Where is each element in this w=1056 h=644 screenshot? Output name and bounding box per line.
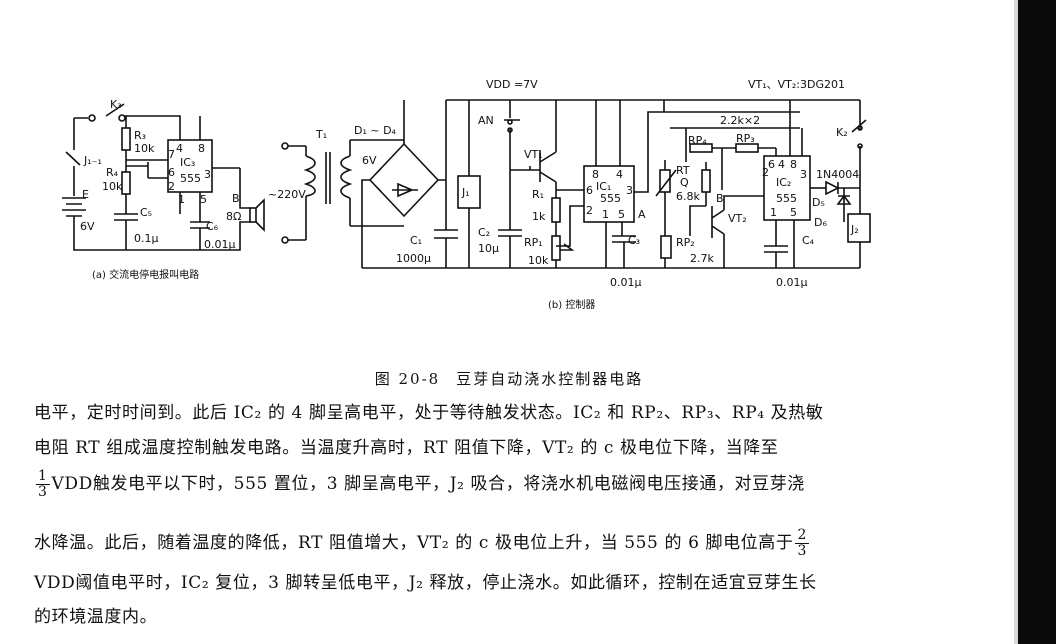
- label-d: D₁ ~ D₄: [354, 124, 397, 137]
- label-ac: ~220V: [268, 188, 306, 201]
- pin-b2: 2: [586, 204, 593, 217]
- label-c2v: 10μ: [478, 242, 499, 255]
- circuit-diagram: K₃ J₁₋₁ R₃ 10k R₄ 10k IC₃ 555 7 6 2 4 8 …: [62, 78, 871, 311]
- figure-title: 豆芽自动浇水控制器电路: [456, 370, 644, 388]
- paragraph-line-2: 电阻 RT 组成温度控制触发电路。当温度升高时，RT 阻值下降，VT₂ 的 c …: [34, 438, 779, 458]
- label-rtv: 6.8k: [676, 190, 700, 203]
- label-rp1: RP₁: [524, 236, 543, 249]
- label-r1v: 1k: [532, 210, 546, 223]
- pin-c2: 2: [762, 166, 769, 179]
- label-r4: R₄: [106, 166, 119, 179]
- paragraph-line-6: 的环境温度内。: [34, 607, 158, 627]
- pin-a7: 7: [168, 148, 175, 161]
- label-ic2: IC₂: [776, 176, 791, 189]
- pin-a2: 2: [168, 180, 175, 193]
- pin-b6: 6: [586, 184, 593, 197]
- label-q: Q: [680, 176, 689, 189]
- label-vt2: VT₂: [728, 212, 747, 225]
- label-ic1: IC₁: [596, 180, 611, 193]
- label-r3: R₃: [134, 129, 146, 142]
- paragraph-line-4-text: 水降温。此后，随着温度的降低，RT 阻值增大，VT₂ 的 c 极电位上升，当 5…: [34, 533, 794, 553]
- pin-b1: 1: [602, 208, 609, 221]
- label-j2: J₂: [850, 223, 859, 236]
- scan-border-edge: [1014, 0, 1018, 644]
- pin-c8: 8: [790, 158, 797, 171]
- paragraph-line-1: 电平，定时时间到。此后 IC₂ 的 4 脚呈高电平，处于等待触发状态。IC₂ 和…: [34, 403, 824, 423]
- label-b: B: [232, 192, 240, 205]
- paragraph-line-4: 水降温。此后，随着温度的降低，RT 阻值增大，VT₂ 的 c 极电位上升，当 5…: [34, 526, 811, 561]
- pin-a8: 8: [198, 142, 205, 155]
- label-c3: C₃: [628, 234, 640, 247]
- label-bv: 8Ω: [226, 210, 241, 223]
- pin-b5: 5: [618, 208, 625, 221]
- pin-a1: 1: [178, 193, 185, 206]
- label-vdd: VDD =7V: [486, 78, 538, 91]
- label-c2: C₂: [478, 226, 490, 239]
- pin-a5: 5: [200, 193, 207, 206]
- pin-c5: 5: [790, 206, 797, 219]
- label-22k: 2.2k×2: [720, 114, 760, 127]
- label-rp3: RP₃: [736, 132, 755, 145]
- label-c1v: 1000μ: [396, 252, 431, 265]
- label-a: A: [638, 208, 646, 221]
- label-ev: 6V: [80, 220, 95, 233]
- pin-c1: 1: [770, 206, 777, 219]
- pin-c3: 3: [800, 168, 807, 181]
- label-r3v: 10k: [134, 142, 155, 155]
- figure-caption: 图 20-8 豆芽自动浇水控制器电路: [0, 368, 1018, 389]
- label-b-node: B: [716, 192, 724, 205]
- label-an: AN: [478, 114, 494, 127]
- figure-number: 图 20-8: [374, 370, 441, 388]
- label-j1: J₁: [461, 186, 470, 199]
- label-d6: D₆: [814, 216, 827, 229]
- label-ic2t: 555: [776, 192, 797, 205]
- pin-a6: 6: [168, 166, 175, 179]
- label-ic3: IC₃: [180, 156, 195, 169]
- label-d5: D₅: [812, 196, 825, 209]
- label-e: E: [82, 188, 89, 201]
- label-c4: C₄: [802, 234, 815, 247]
- label-vt1: VT₁: [524, 148, 543, 161]
- label-6v: 6V: [362, 154, 377, 167]
- caption-b: (b) 控制器: [548, 298, 595, 311]
- label-r4v: 10k: [102, 180, 123, 193]
- label-k3: K₃: [110, 98, 122, 111]
- pin-b8: 8: [592, 168, 599, 181]
- pin-a4: 4: [176, 142, 183, 155]
- label-t1: T₁: [315, 128, 327, 141]
- scan-border: [1014, 0, 1056, 644]
- label-r1: R₁: [532, 188, 544, 201]
- label-ic3t: 555: [180, 172, 201, 185]
- label-c6v: 0.01μ: [204, 238, 236, 251]
- label-vt: VT₁、VT₂:3DG201: [748, 78, 845, 91]
- label-rp4: RP₄: [688, 134, 707, 147]
- label-c5v: 0.1μ: [134, 232, 159, 245]
- label-j11: J₁₋₁: [83, 154, 102, 167]
- label-c3v: 0.01μ: [610, 276, 642, 289]
- label-ic1t: 555: [600, 192, 621, 205]
- paragraph-line-3-text: VDD触发电平以下时，555 置位，3 脚呈高电平，J₂ 吸合，将浇水机电磁阀电…: [51, 474, 805, 494]
- label-rp2: RP₂: [676, 236, 695, 249]
- pin-c4: 4: [778, 158, 785, 171]
- label-rp1v: 10k: [528, 254, 549, 267]
- pin-a3: 3: [204, 168, 211, 181]
- label-c5: C₅: [140, 206, 152, 219]
- label-c6: C₆: [206, 220, 219, 233]
- label-c4v: 0.01μ: [776, 276, 808, 289]
- label-1n4004: 1N4004: [816, 168, 859, 181]
- caption-a: (a) 交流电停电报叫电路: [92, 268, 199, 281]
- pin-b4: 4: [616, 168, 623, 181]
- paragraph-line-5: VDD阈值电平时，IC₂ 复位，3 脚转呈低电平，J₂ 释放，停止浇水。如此循环…: [34, 573, 817, 593]
- label-rp2v: 2.7k: [690, 252, 714, 265]
- pin-c6: 6: [768, 158, 775, 171]
- pin-b3: 3: [626, 184, 633, 197]
- label-rt: RT: [676, 164, 690, 177]
- label-k2: K₂: [836, 126, 848, 139]
- label-c1: C₁: [410, 234, 422, 247]
